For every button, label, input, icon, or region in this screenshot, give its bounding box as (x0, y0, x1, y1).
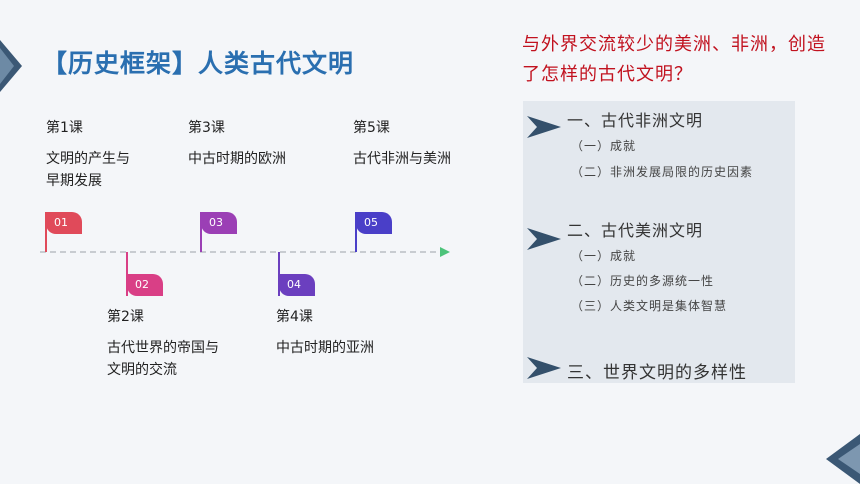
lesson-name: 中古时期的欧洲 (188, 151, 286, 167)
section-2-item-1: （一）成就 (571, 249, 637, 263)
section-1-title: 一、古代非洲文明 (567, 111, 704, 130)
lesson-5-badge: 05 (356, 212, 392, 234)
section-1-item-1: （一）成就 (571, 139, 637, 153)
chevron-right-icon (527, 357, 561, 379)
flag-pole (45, 212, 47, 252)
guiding-question: 与外界交流较少的美洲、非洲，创造了怎样的古代文明？ (522, 34, 826, 85)
lesson-1: 第1课 文明的产生与早期发展 (46, 117, 136, 192)
lesson-1-badge: 01 (46, 212, 82, 234)
chevron-right-icon (527, 228, 561, 250)
lesson-2-badge: 02 (127, 274, 163, 296)
lesson-number: 第3课 (188, 120, 225, 136)
corner-decoration-top-left (0, 40, 22, 92)
section-3-title: 三、世界文明的多样性 (567, 363, 747, 383)
lesson-5: 第5课 古代非洲与美洲 (353, 117, 493, 170)
lesson-number: 第2课 (107, 309, 144, 325)
timeline-arrow-icon (440, 247, 450, 257)
section-2-item-3: （三）人类文明是集体智慧 (571, 299, 728, 313)
flag-pole (200, 212, 202, 252)
lesson-4-badge: 04 (279, 274, 315, 296)
flag-pole (355, 212, 357, 252)
lesson-4: 第4课 中古时期的亚洲 (276, 306, 416, 359)
lesson-number: 第1课 (46, 120, 83, 136)
lesson-name: 古代非洲与美洲 (353, 151, 451, 167)
section-2-title: 二、古代美洲文明 (567, 221, 704, 240)
lesson-3: 第3课 中古时期的欧洲 (188, 117, 328, 170)
lesson-2: 第2课 古代世界的帝国与文明的交流 (107, 306, 227, 381)
corner-decoration-bottom-right (826, 434, 860, 484)
lesson-number: 第5课 (353, 120, 390, 136)
lesson-name: 文明的产生与早期发展 (46, 151, 130, 189)
flag-pole (126, 252, 128, 296)
flag-pole (278, 252, 280, 296)
section-1-item-2: （二）非洲发展局限的历史因素 (571, 165, 754, 179)
lesson-name: 古代世界的帝国与文明的交流 (107, 340, 219, 378)
lesson-name: 中古时期的亚洲 (276, 340, 374, 356)
page-title: 【历史框架】人类古代文明 (42, 49, 355, 78)
lesson-number: 第4课 (276, 309, 313, 325)
outline-panel: 一、古代非洲文明 （一）成就 （二）非洲发展局限的历史因素 二、古代美洲文明 （… (523, 101, 795, 383)
section-2-item-2: （二）历史的多源统一性 (571, 274, 715, 288)
chevron-right-icon (527, 116, 561, 138)
lesson-3-badge: 03 (201, 212, 237, 234)
